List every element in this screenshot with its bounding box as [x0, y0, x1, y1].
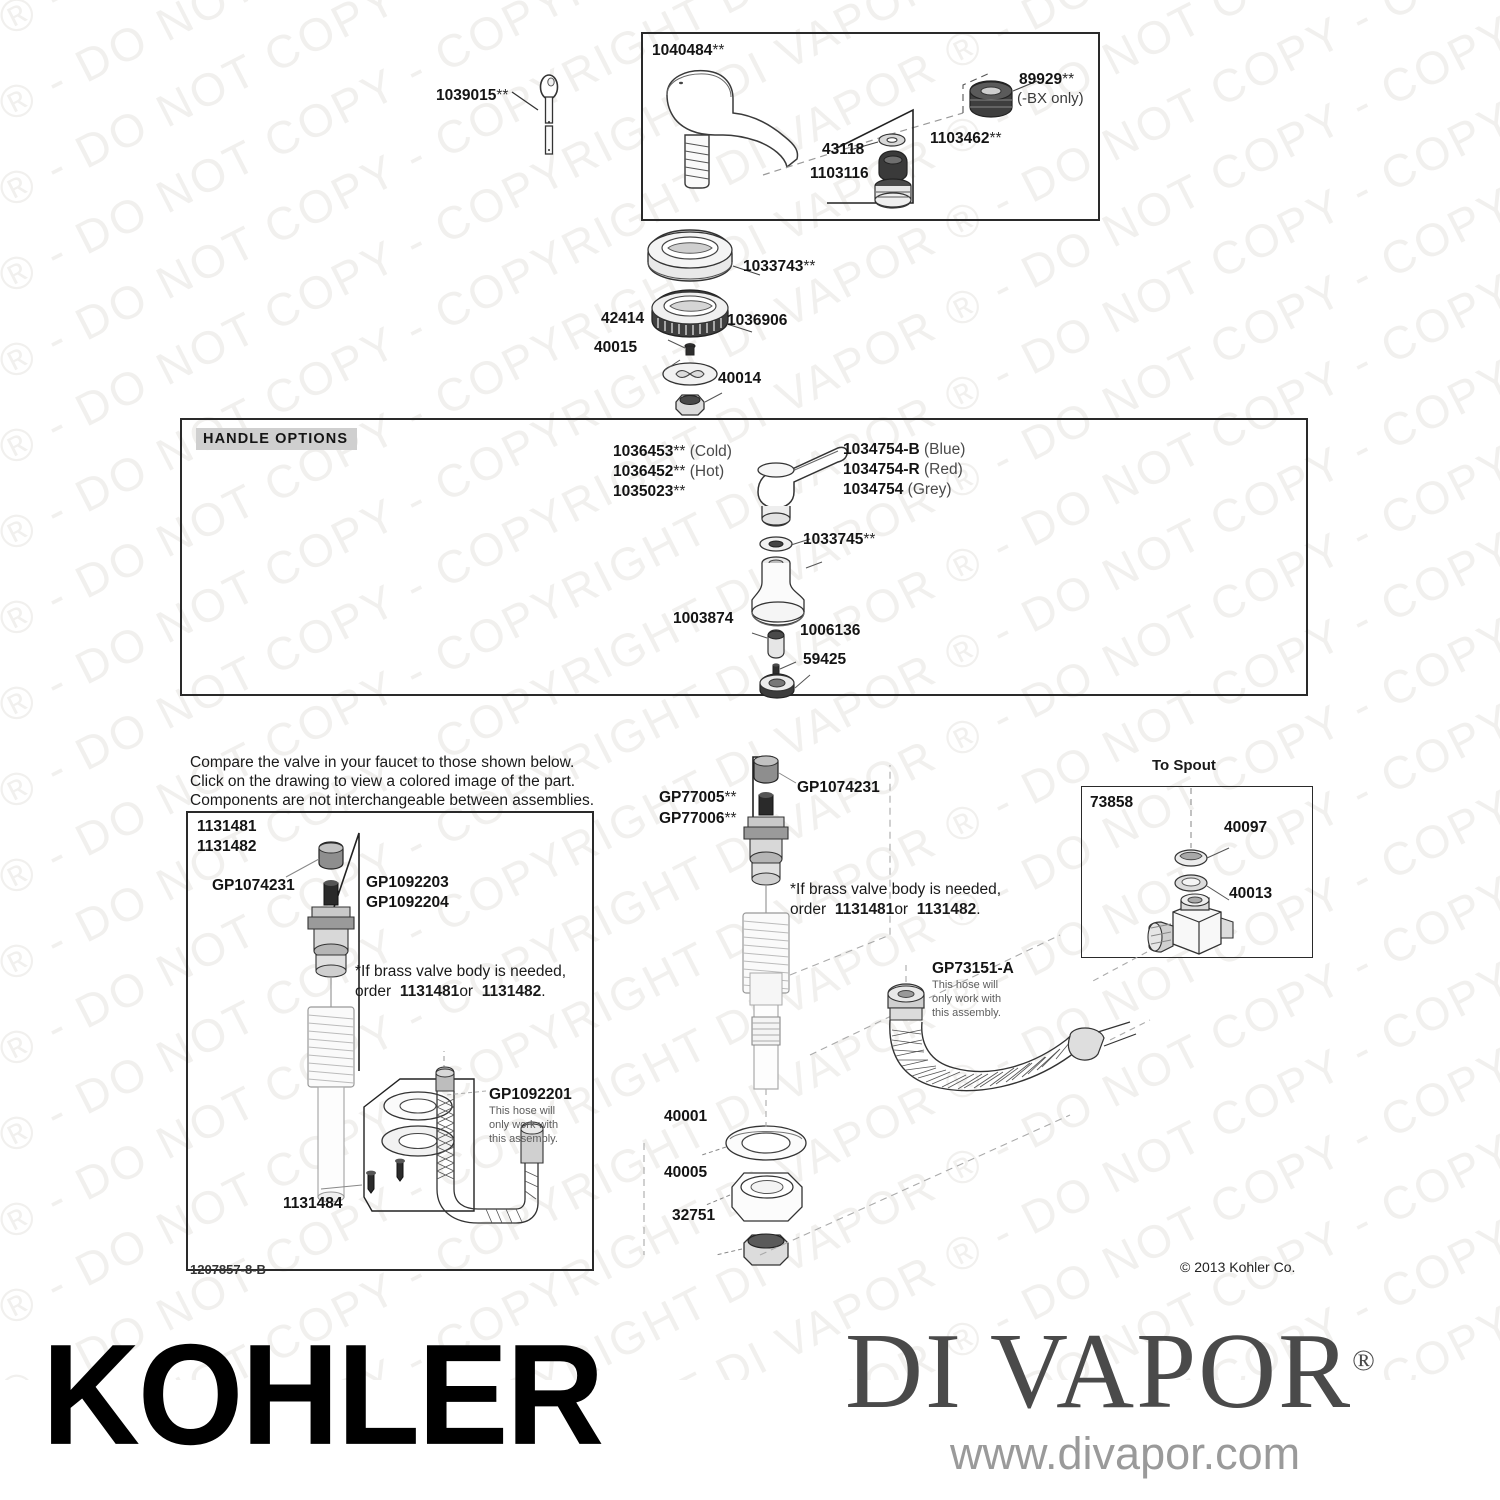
valve-instruction-line-3: Components are not interchangeable betwe…	[190, 792, 595, 809]
label-1034754-R-red: 1034754-R (Red)	[843, 461, 963, 478]
gp73151a-hose-art	[887, 962, 1151, 1092]
document-id: 1207857-8-B	[190, 1262, 266, 1277]
label-1006136: 1006136	[800, 622, 861, 639]
divapor-logo-block: DI VAPOR® www.divapor.com	[845, 1318, 1485, 1480]
copyright-line: © 2013 Kohler Co.	[1180, 1259, 1296, 1275]
label-40001: 40001	[664, 1108, 708, 1125]
label-1036906: 1036906	[727, 312, 788, 329]
spout-assembly-art	[666, 69, 1038, 209]
handle-assembly-art	[751, 446, 848, 699]
valve-instruction-line-2: Click on the drawing to view a colored i…	[190, 773, 576, 790]
label-43118: 43118	[822, 141, 865, 158]
label-bx-only-note: (-BX only)	[1017, 90, 1084, 107]
registered-trademark-icon: ®	[1352, 1344, 1375, 1377]
label-42414: 42414	[601, 310, 645, 327]
divapor-url[interactable]: www.divapor.com	[950, 1428, 1301, 1479]
kohler-logo: KOHLER	[42, 1315, 604, 1476]
hose-note-left-line3: this assembly.	[489, 1133, 558, 1145]
spout-assembly-box	[641, 32, 1100, 221]
label-GP1074231-left: GP1074231	[212, 877, 295, 894]
label-GP1092201: GP1092201	[489, 1086, 572, 1103]
label-40015: 40015	[594, 339, 638, 356]
escutcheon-stack-art	[647, 229, 761, 416]
label-1131481: 1131481	[197, 818, 257, 835]
footer-logos: KOHLER DI VAPOR® www.divapor.com	[0, 1300, 1500, 1500]
label-1033743: 1033743**	[743, 258, 816, 275]
handle-options-box	[180, 418, 1308, 696]
label-1036452-hot: 1036452** (Hot)	[613, 463, 725, 480]
label-32751: 32751	[672, 1207, 716, 1224]
label-1035023: 1035023**	[613, 483, 686, 500]
label-1003874: 1003874	[673, 610, 734, 627]
handle-options-title: HANDLE OPTIONS	[196, 428, 358, 450]
valve-right-art	[1090, 788, 1234, 983]
hose-note-center-line2: only work with	[932, 993, 1002, 1005]
label-73858: 73858	[1090, 794, 1134, 811]
hose-note-left-line1: This hose will	[489, 1105, 556, 1117]
valve-assembly-box-right	[1081, 786, 1313, 958]
label-to-spout: To Spout	[1152, 757, 1216, 774]
divapor-logo: DI VAPOR®	[845, 1318, 1485, 1426]
label-40014: 40014	[718, 370, 762, 387]
hose-note-center-line3: this assembly.	[932, 1007, 1001, 1019]
hose-note-center-line1: This hose will	[932, 979, 999, 991]
label-GP1092203: GP1092203	[366, 874, 449, 891]
brass-note-center-line1: *If brass valve body is needed,	[790, 881, 1002, 898]
label-89929: 89929**	[1019, 71, 1075, 88]
brass-note-center-line2: order 1131481or 1131482.	[790, 901, 981, 918]
brass-note-left-line1: *If brass valve body is needed,	[355, 963, 567, 980]
hose-note-left-line2: only work with	[489, 1119, 559, 1131]
label-40013: 40013	[1229, 885, 1273, 902]
label-1131482: 1131482	[197, 838, 257, 855]
label-1034754-grey: 1034754 (Grey)	[843, 481, 952, 498]
valve-left-art	[285, 832, 544, 1224]
label-1034754-B-blue: 1034754-B (Blue)	[843, 441, 966, 458]
valve-assembly-box-left	[186, 811, 594, 1271]
divapor-wordmark: DI VAPOR	[845, 1312, 1353, 1431]
label-1039015: 1039015**	[436, 87, 509, 104]
label-1033745: 1033745**	[803, 531, 876, 548]
label-1103116: 1103116	[810, 165, 869, 182]
label-1131484: 1131484	[283, 1195, 343, 1212]
label-GP73151-A: GP73151-A	[932, 960, 1014, 977]
label-GP1074231-center: GP1074231	[797, 779, 880, 796]
label-40097: 40097	[1224, 819, 1268, 836]
valve-instruction-line-1: Compare the valve in your faucet to thos…	[190, 754, 575, 771]
aerator-key-art	[511, 74, 559, 155]
label-1103462: 1103462**	[930, 130, 1002, 147]
valve-center-art	[643, 755, 1071, 1266]
label-59425: 59425	[803, 651, 847, 668]
label-GP77006: GP77006**	[659, 810, 737, 827]
brass-note-left-line2: order 1131481or 1131482.	[355, 983, 546, 1000]
label-GP77005: GP77005**	[659, 789, 737, 806]
label-GP1092204: GP1092204	[366, 894, 449, 911]
label-1036453-cold: 1036453** (Cold)	[613, 443, 732, 460]
label-1040484: 1040484**	[652, 42, 725, 59]
label-40005: 40005	[664, 1164, 708, 1181]
